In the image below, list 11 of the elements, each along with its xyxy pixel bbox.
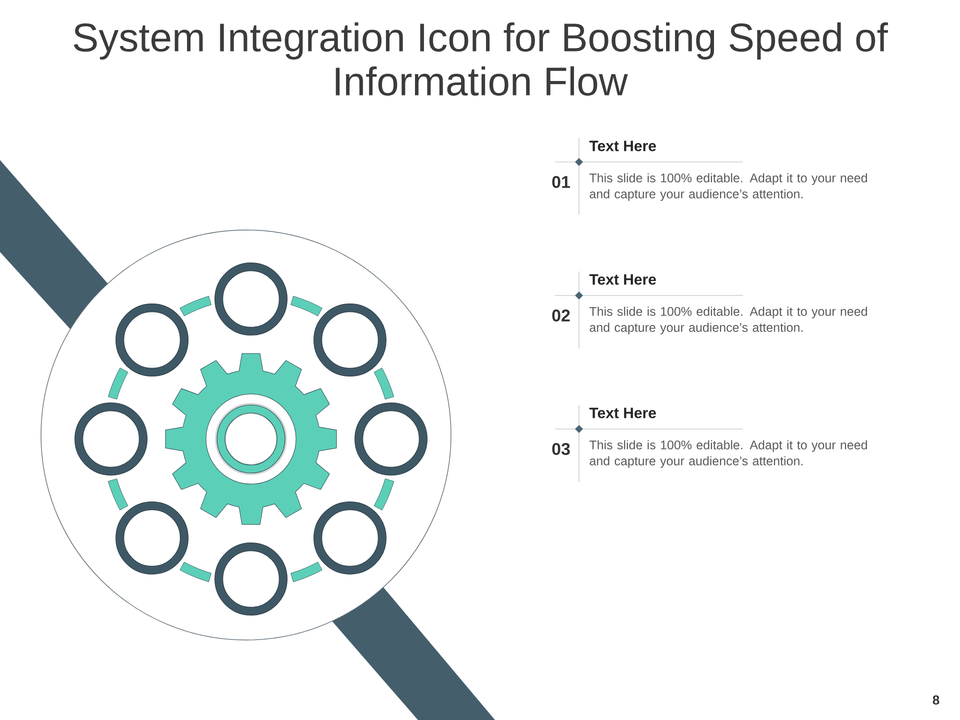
item-heading: Text Here [589,140,656,152]
item-heading: Text Here [589,408,656,418]
item-heading: Text Here [589,274,656,285]
step-number: 02 [552,309,570,322]
item-description: This slide is 100% editable. Adapt it to your need and capture your audience’s attention. [590,306,867,334]
step-number: 03 [552,442,570,456]
item-description: This slide is 100% editable. Adapt it to your need and capture your audience’s attention. [590,440,867,468]
step-number: 01 [552,176,570,188]
item-description: This slide is 100% editable. Adapt it to your need and capture your audience’s attention. [590,173,867,201]
page-number: 8 [932,695,940,705]
slide-title: System Integration Icon for Boosting Speed of Information Flow [74,22,888,96]
